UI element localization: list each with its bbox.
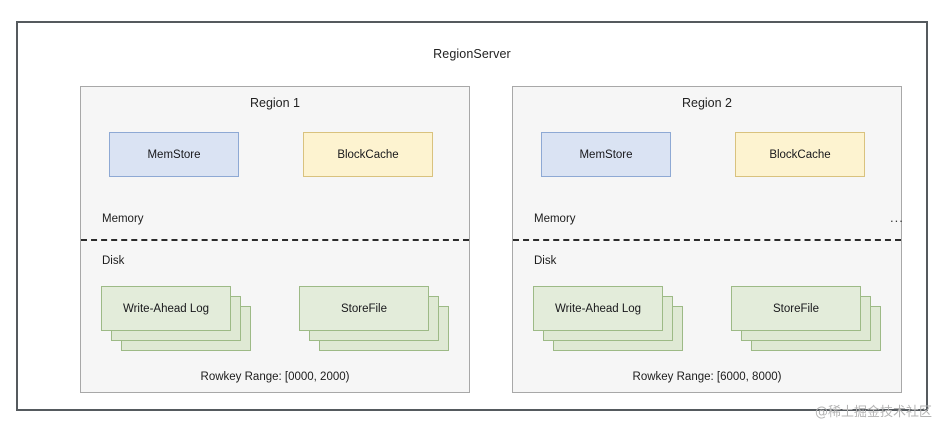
memstore-box-1: MemStore [109, 132, 239, 177]
disk-tier-label-1: Disk [102, 255, 125, 267]
rowkey-range-2: Rowkey Range: [6000, 8000) [632, 371, 782, 383]
storefile-label-2: StoreFile [772, 302, 820, 315]
region-box-1: Region 1 MemStore BlockCache Memory Disk… [80, 86, 470, 393]
disk-tier-label-2: Disk [534, 255, 557, 267]
storefile-stack-2: StoreFile [731, 286, 883, 354]
wal-label-2: Write-Ahead Log [554, 302, 642, 315]
memstore-box-2: MemStore [541, 132, 671, 177]
region-title-2: Region 2 [681, 96, 733, 110]
memstore-label-2: MemStore [579, 148, 633, 161]
storefile-sheet-front-1: StoreFile [299, 286, 429, 331]
memory-disk-divider-1 [81, 239, 469, 241]
memstore-label-1: MemStore [147, 148, 201, 161]
storefile-label-1: StoreFile [340, 302, 388, 315]
blockcache-box-1: BlockCache [303, 132, 433, 177]
wal-sheet-front-1: Write-Ahead Log [101, 286, 231, 331]
memory-tier-label-2: Memory [534, 213, 576, 225]
blockcache-label-2: BlockCache [769, 148, 831, 161]
region-title-1: Region 1 [249, 96, 301, 110]
storefile-sheet-front-2: StoreFile [731, 286, 861, 331]
wal-label-1: Write-Ahead Log [122, 302, 210, 315]
wal-sheet-front-2: Write-Ahead Log [533, 286, 663, 331]
memory-disk-divider-2 [513, 239, 901, 241]
watermark-label: @稀土掘金技术社区 [814, 405, 932, 420]
storefile-stack-1: StoreFile [299, 286, 451, 354]
wal-stack-2: Write-Ahead Log [533, 286, 685, 354]
rowkey-range-1: Rowkey Range: [0000, 2000) [200, 371, 350, 383]
more-regions-ellipsis: ... [890, 210, 904, 225]
regionserver-container: RegionServer Region 1 MemStore BlockCach… [16, 21, 928, 411]
region-box-2: Region 2 MemStore BlockCache Memory Disk… [512, 86, 902, 393]
memory-tier-label-1: Memory [102, 213, 144, 225]
wal-stack-1: Write-Ahead Log [101, 286, 253, 354]
blockcache-label-1: BlockCache [337, 148, 399, 161]
blockcache-box-2: BlockCache [735, 132, 865, 177]
regionserver-title: RegionServer [433, 47, 511, 61]
